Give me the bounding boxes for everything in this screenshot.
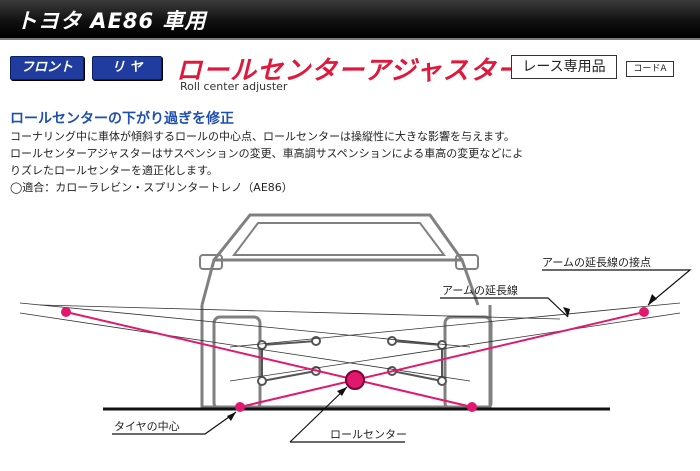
description-line-2: ロールセンターアジャスターはサスペンションの変更、車高調サスペンションによる車高… xyxy=(10,147,524,160)
reference-points xyxy=(61,307,649,412)
description: コーナリング中に車体が傾斜するロールの中心点、ロールセンターは操縦性に大きな影響… xyxy=(10,128,690,196)
label-tire-center: タイヤの中心 xyxy=(114,420,180,433)
product-subtitle: Roll center adjuster xyxy=(180,80,288,93)
arm-extension-lines xyxy=(19,302,681,382)
rear-tag: リ ヤ xyxy=(92,56,162,80)
label-roll-center: ロールセンター xyxy=(330,428,407,441)
leader-lines xyxy=(112,269,692,443)
label-arm-extension: アームの延長線 xyxy=(442,283,518,297)
header-bar: トヨタ AE86 車用 xyxy=(0,0,700,40)
roll-center-diagram: アームの延長線の接点 アームの延長線 タイヤの中心 ロールセンター xyxy=(19,213,692,443)
product-title: ロールセンターアジャスター xyxy=(176,56,524,86)
description-line-3: りズレたロールセンターを適正化します。 xyxy=(10,164,218,177)
car-outline xyxy=(199,213,493,411)
leader-arrowheads xyxy=(227,294,657,421)
label-arm-extension-contact: アームの延長線の接点 xyxy=(542,255,651,269)
tire-center-point-left xyxy=(235,402,245,412)
description-line-1: コーナリング中に車体が傾斜するロールの中心点、ロールセンターは操縦性に大きな影響… xyxy=(10,130,515,143)
race-only-badge: レース専用品 xyxy=(511,55,617,79)
front-tag: フロント xyxy=(10,56,84,80)
tire-center-point-right xyxy=(467,402,477,412)
page-title: トヨタ AE86 車用 xyxy=(16,9,207,33)
roll-center-point xyxy=(345,370,365,390)
fitment-line: ◯適合：カローラレビン・スプリンタートレノ（AE86） xyxy=(10,181,293,194)
arm-contact-point-right xyxy=(639,307,649,317)
roll-center-lines xyxy=(65,311,645,408)
code-badge: コードA xyxy=(626,61,674,77)
section-heading: ロールセンターの下がり過ぎを修正 xyxy=(10,111,234,127)
arm-contact-point-left xyxy=(61,307,71,317)
